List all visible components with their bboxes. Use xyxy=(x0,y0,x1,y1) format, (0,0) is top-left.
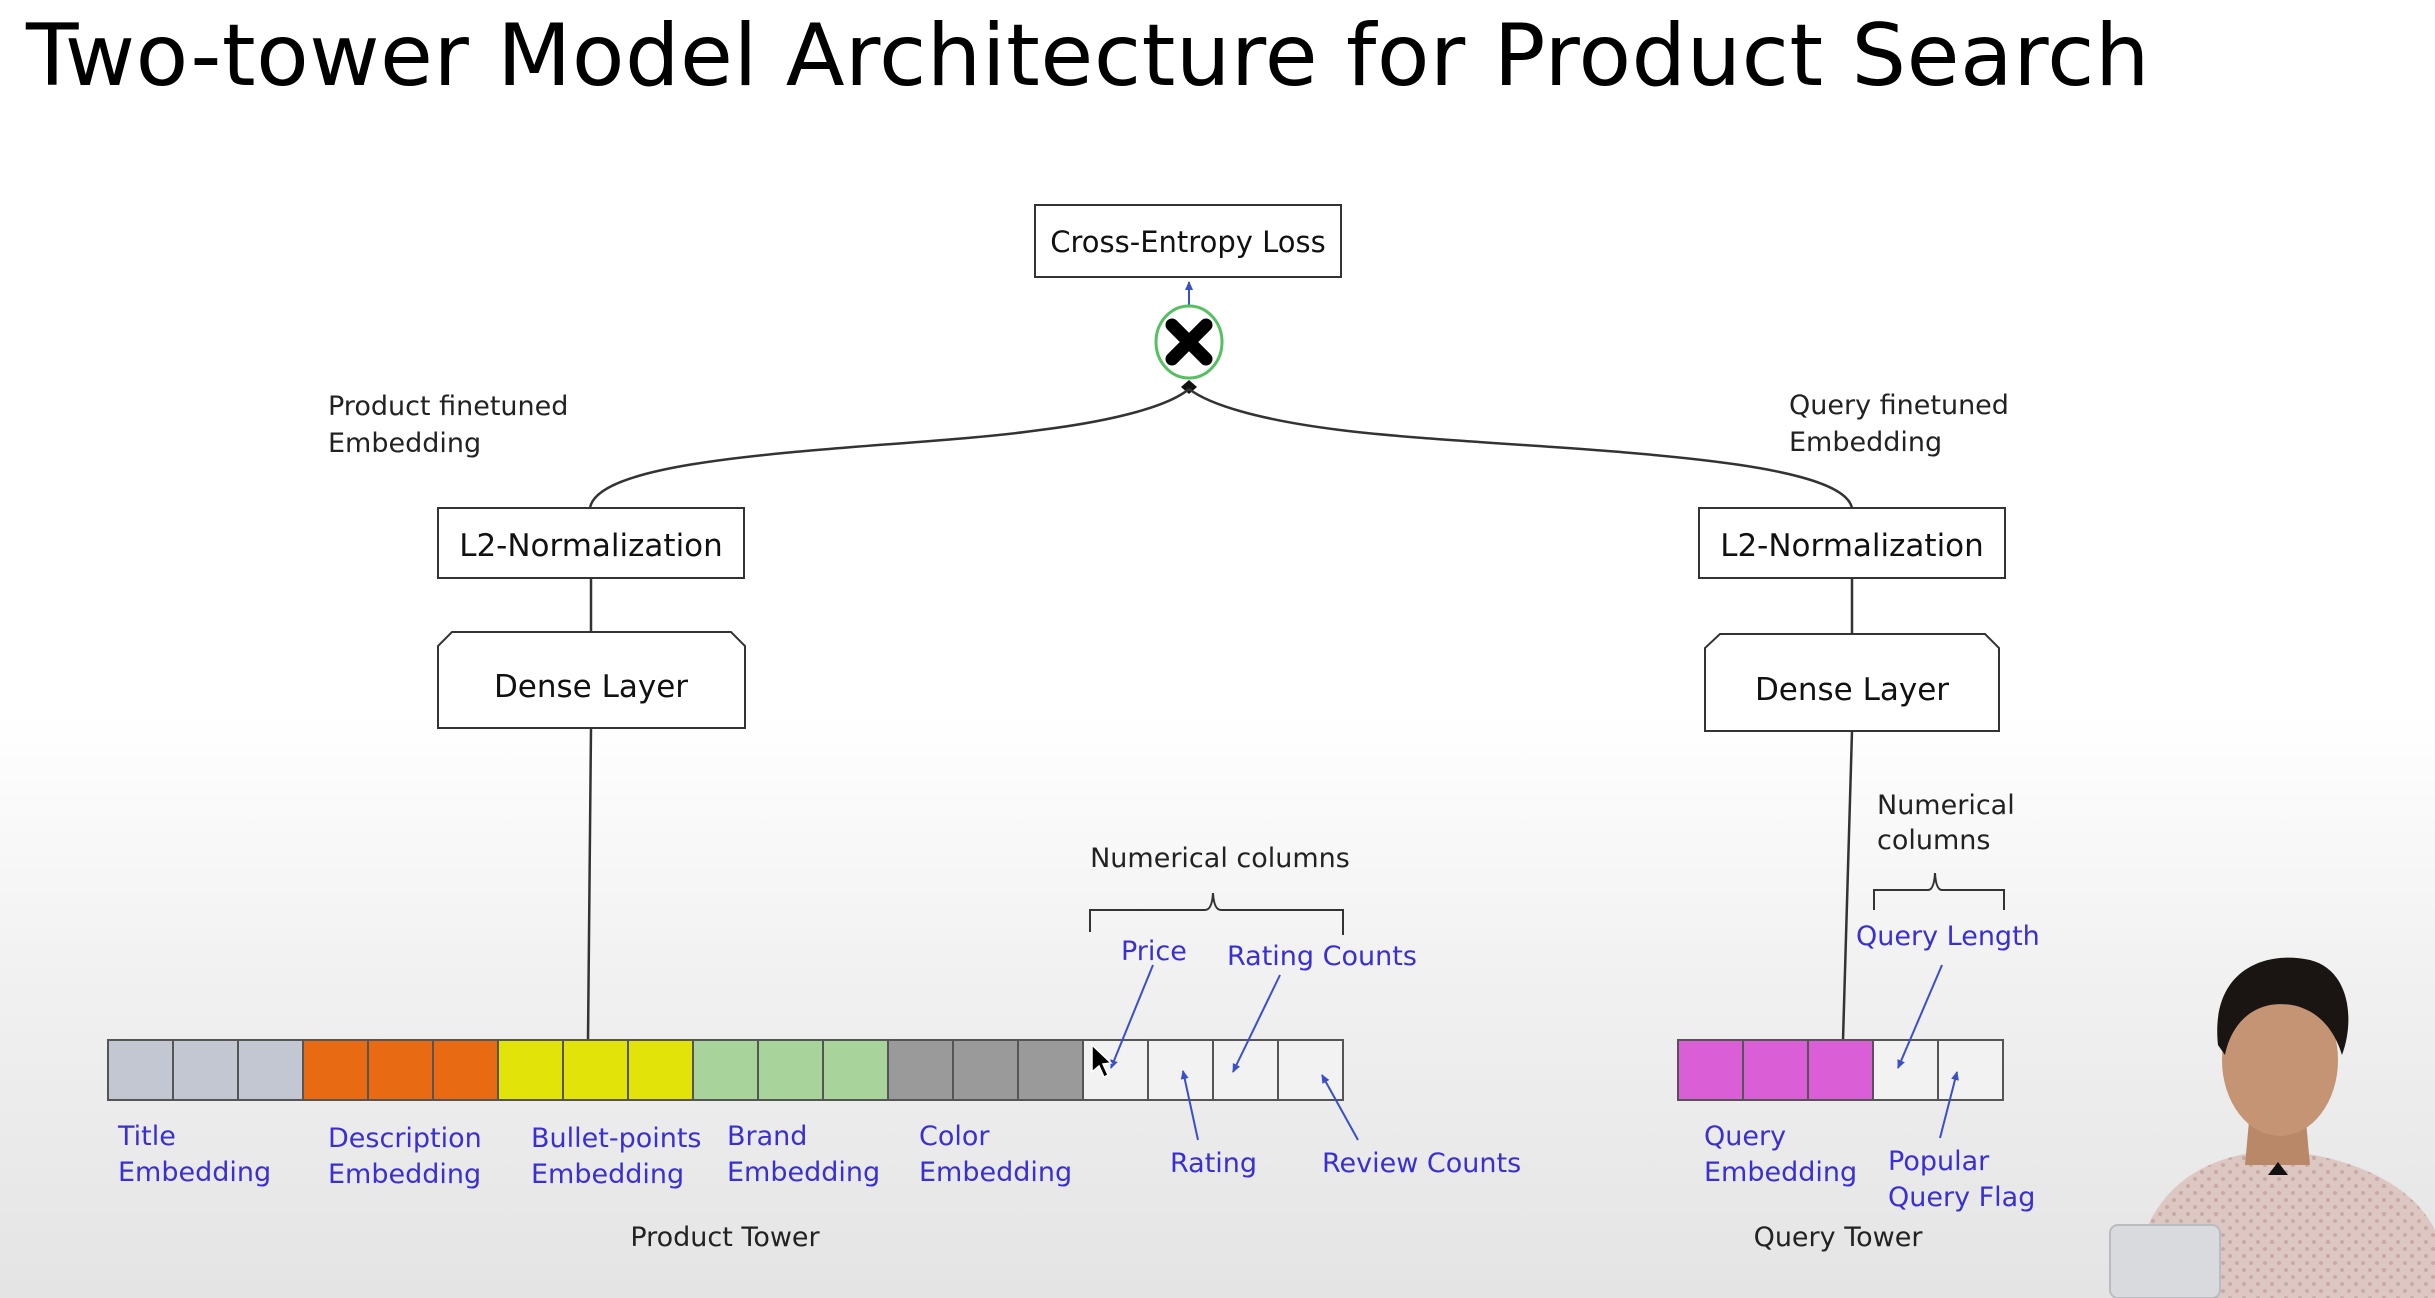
brand-embedding-cell xyxy=(692,1039,759,1101)
cross-entropy-loss-label: Cross-Entropy Loss xyxy=(1050,225,1325,259)
query-finetuned-label: Query finetuned Embedding xyxy=(1789,390,2018,458)
color-embedding-cell xyxy=(1017,1039,1084,1101)
right-input-connector xyxy=(1841,730,1854,1041)
presenter-hair xyxy=(2217,957,2349,1055)
color-embedding-label: Color Embedding xyxy=(919,1121,1072,1188)
right-l2-label: L2-Normalization xyxy=(1720,528,1984,564)
brand-embedding-cell xyxy=(822,1039,889,1101)
rating-arrow xyxy=(1180,1070,1199,1141)
title-embedding-cell xyxy=(172,1039,239,1101)
review-counts-arrow xyxy=(1321,1074,1359,1141)
title-embedding-cell xyxy=(107,1039,174,1101)
presenter-webcam xyxy=(2109,957,2435,1298)
brand-embedding-label: Brand Embedding xyxy=(727,1121,880,1188)
rating-counts-arrow xyxy=(1232,974,1281,1073)
x-icon xyxy=(1154,304,1224,380)
description-embedding-cell xyxy=(302,1039,369,1101)
product-finetuned-label: Product finetuned Embedding xyxy=(328,391,577,459)
right-dense-layer-box: Dense Layer xyxy=(1704,633,2000,732)
product-numerical-label: Numerical columns xyxy=(1090,843,1350,874)
query-numerical-brace xyxy=(1873,872,2005,910)
presenter-microphone xyxy=(2268,1162,2288,1175)
rating-cell xyxy=(1147,1039,1214,1101)
rating-label: Rating xyxy=(1170,1148,1257,1179)
popular-query-flag-cell xyxy=(1937,1039,2004,1101)
left-l2-label: L2-Normalization xyxy=(459,528,723,564)
product-embedding-curve xyxy=(588,388,1190,509)
price-label: Price xyxy=(1121,936,1187,967)
query-tower-label: Query Tower xyxy=(1754,1222,1924,1253)
description-embedding-label: Description Embedding xyxy=(328,1123,490,1190)
brand-embedding-cell xyxy=(757,1039,824,1101)
cursor-icon xyxy=(1091,1043,1113,1079)
color-embedding-cell xyxy=(887,1039,954,1101)
query-embedding-curve xyxy=(1188,388,1854,509)
title-embedding-label: Title Embedding xyxy=(117,1121,271,1188)
price-arrow xyxy=(1110,964,1154,1069)
color-embedding-cell xyxy=(952,1039,1019,1101)
left-dense-label: Dense Layer xyxy=(494,669,688,705)
product-numerical-brace xyxy=(1089,892,1344,935)
label-arrows xyxy=(1110,964,1959,1141)
title-embedding-cell xyxy=(237,1039,304,1101)
right-dense-label: Dense Layer xyxy=(1755,672,1949,708)
popular-query-flag-arrow xyxy=(1939,1071,1959,1139)
bullet-points-embedding-cell xyxy=(627,1039,694,1101)
query-length-label: Query Length xyxy=(1856,921,2040,952)
left-input-connector xyxy=(586,727,593,1041)
description-embedding-cell xyxy=(367,1039,434,1101)
presenter-laptop xyxy=(2109,1224,2221,1298)
left-dense-layer-box: Dense Layer xyxy=(437,631,746,729)
cross-entropy-loss-box: Cross-Entropy Loss xyxy=(1034,204,1342,278)
bullet-points-embedding-cell xyxy=(562,1039,629,1101)
bullet-points-embedding-cell xyxy=(497,1039,564,1101)
review-counts-label: Review Counts xyxy=(1322,1148,1521,1179)
query-embedding-cell xyxy=(1742,1039,1809,1101)
product-input-vector xyxy=(107,1039,1344,1101)
description-embedding-cell xyxy=(432,1039,499,1101)
query-embedding-cell xyxy=(1807,1039,1874,1101)
rating-counts-cell xyxy=(1212,1039,1279,1101)
query-input-vector xyxy=(1677,1039,2004,1101)
query-length-arrow xyxy=(1897,964,1943,1069)
presenter-face xyxy=(2222,984,2338,1136)
review-counts-cell xyxy=(1277,1039,1344,1101)
left-l2-normalization-box: L2-Normalization xyxy=(437,507,745,579)
rating-counts-label: Rating Counts xyxy=(1227,941,1417,972)
right-l2-normalization-box: L2-Normalization xyxy=(1698,507,2006,579)
product-tower-label: Product Tower xyxy=(630,1222,820,1253)
query-numerical-label: Numerical columns xyxy=(1877,790,2023,856)
query-embedding-cell xyxy=(1677,1039,1744,1101)
popular-query-flag-label: Popular Query Flag xyxy=(1888,1146,2035,1213)
bullet-points-embedding-label: Bullet-points Embedding xyxy=(531,1123,710,1190)
query-embedding-label: Query Embedding xyxy=(1704,1121,1857,1188)
page-title: Two-tower Model Architecture for Product… xyxy=(26,6,2150,106)
